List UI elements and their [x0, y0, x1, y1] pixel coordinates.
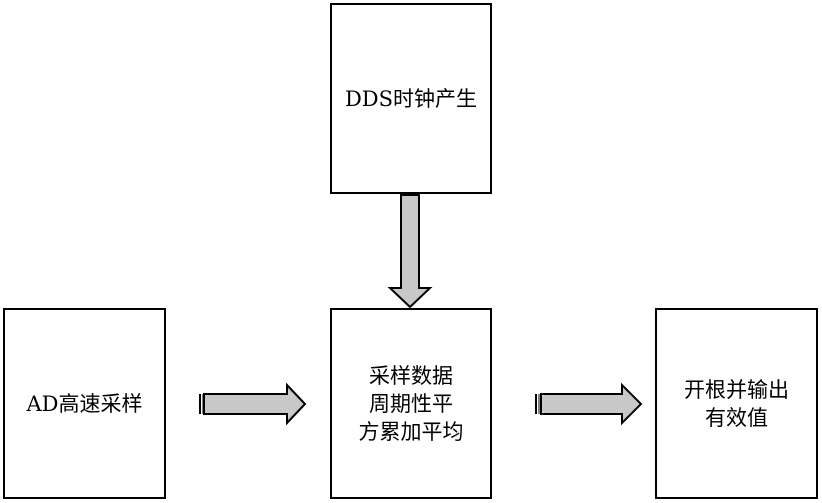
square-average-label: 采样数据 周期性平 方累加平均: [358, 363, 464, 444]
arrow-dds-to-avg: [387, 194, 433, 309]
ad-sampling-block: AD高速采样: [3, 308, 166, 499]
ad-sampling-label: AD高速采样: [26, 391, 143, 416]
dds-clock-label: DDS时钟产生: [344, 86, 478, 111]
arrow-ad-to-avg: [203, 382, 307, 426]
square-average-block: 采样数据 周期性平 方累加平均: [330, 308, 492, 499]
rms-output-label: 开根并输出 有效值: [684, 377, 789, 430]
rms-output-block: 开根并输出 有效值: [655, 308, 818, 499]
arrow-avg-to-out: [540, 382, 643, 426]
dds-clock-block: DDS时钟产生: [330, 3, 492, 194]
